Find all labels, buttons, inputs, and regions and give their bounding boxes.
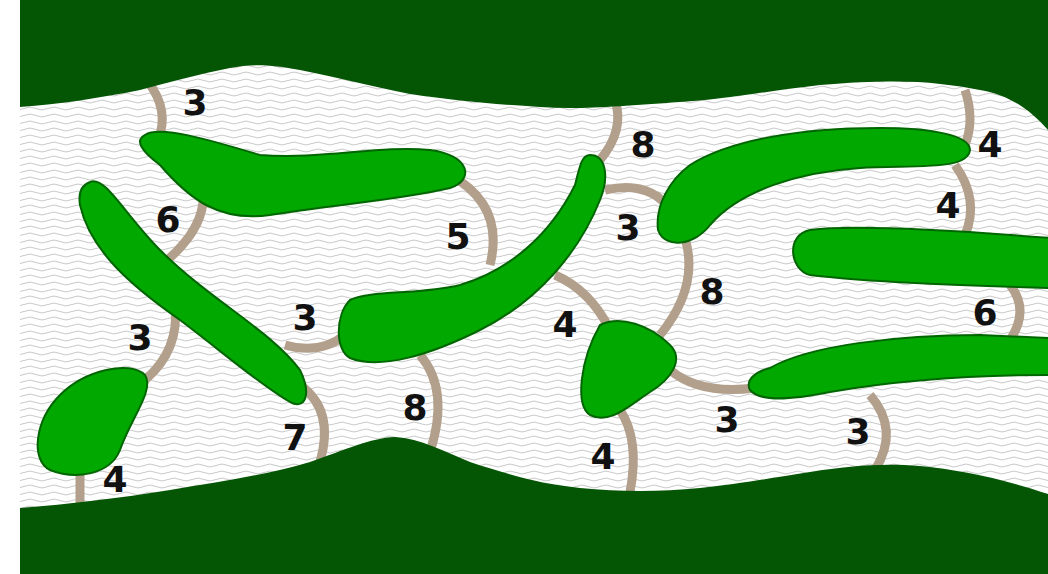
bridge-weight: 8	[699, 274, 724, 310]
bridge-weight: 3	[845, 414, 870, 450]
bridge-weight: 7	[282, 420, 307, 456]
bridge-weight: 8	[402, 390, 427, 426]
bottom-bank	[20, 437, 1048, 574]
bridge-weight: 4	[977, 127, 1002, 163]
bridge-weight: 6	[972, 295, 997, 331]
bridge-weight: 3	[127, 320, 152, 356]
bridge-weight: 6	[155, 202, 180, 238]
top-bank	[20, 0, 1048, 130]
bridge-weight: 8	[630, 127, 655, 163]
bridges	[80, 82, 1020, 508]
bridge-weight: 4	[102, 462, 127, 498]
water	[20, 0, 1048, 574]
bridge-weight: 3	[292, 300, 317, 336]
islands	[38, 128, 1048, 475]
bridge-weight: 5	[445, 219, 470, 255]
bridge-weight: 3	[714, 402, 739, 438]
bridge-weight: 4	[590, 439, 615, 475]
bridge-weight: 4	[552, 307, 577, 343]
bridge-weight: 3	[615, 210, 640, 246]
bridge-weight: 4	[935, 188, 960, 224]
bridge-weight: 3	[182, 85, 207, 121]
